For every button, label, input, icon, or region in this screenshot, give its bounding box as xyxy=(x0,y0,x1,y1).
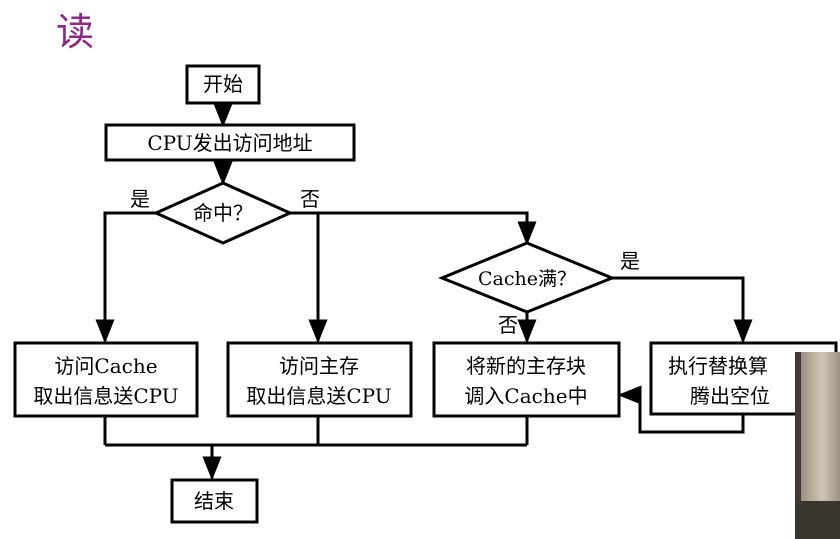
access-cache-line2: 取出信息送CPU xyxy=(33,384,178,408)
connector-lines xyxy=(95,103,753,481)
access-main-node: 访问主存 取出信息送CPU xyxy=(226,341,413,418)
cache-full-question-label: Cache满？ xyxy=(478,268,576,290)
slide-title: 读 xyxy=(56,10,95,54)
replace-line2: 腾出空位 xyxy=(690,384,770,408)
access-main-line2: 取出信息送CPU xyxy=(246,384,391,408)
start-node: 开始 xyxy=(185,64,261,105)
hit-question-label: 命中？ xyxy=(193,201,253,225)
end-label: 结束 xyxy=(194,489,234,513)
cpu-issue-label: CPU发出访问地址 xyxy=(147,131,312,155)
cpu-issue-node: CPU发出访问地址 xyxy=(104,123,356,162)
hit-yes-label: 是 xyxy=(130,187,150,211)
start-label: 开始 xyxy=(203,72,243,96)
end-node: 结束 xyxy=(170,478,259,524)
load-block-line2: 调入Cache中 xyxy=(464,384,587,408)
full-no-label: 否 xyxy=(498,313,518,337)
access-cache-node: 访问Cache 取出信息送CPU xyxy=(13,341,199,418)
access-cache-line1: 访问Cache xyxy=(54,354,157,378)
replace-line1: 执行替换算 xyxy=(668,354,768,378)
access-main-line1: 访问主存 xyxy=(279,354,359,378)
full-yes-label: 是 xyxy=(620,249,640,273)
presenter-video-overlay xyxy=(795,352,840,539)
load-block-line1: 将新的主存块 xyxy=(466,354,586,378)
hit-no-label: 否 xyxy=(300,187,320,211)
cache-full-decision: Cache满？ xyxy=(438,241,616,314)
load-block-node: 将新的主存块 调入Cache中 xyxy=(432,341,621,418)
hit-decision: 命中？ xyxy=(152,181,294,245)
